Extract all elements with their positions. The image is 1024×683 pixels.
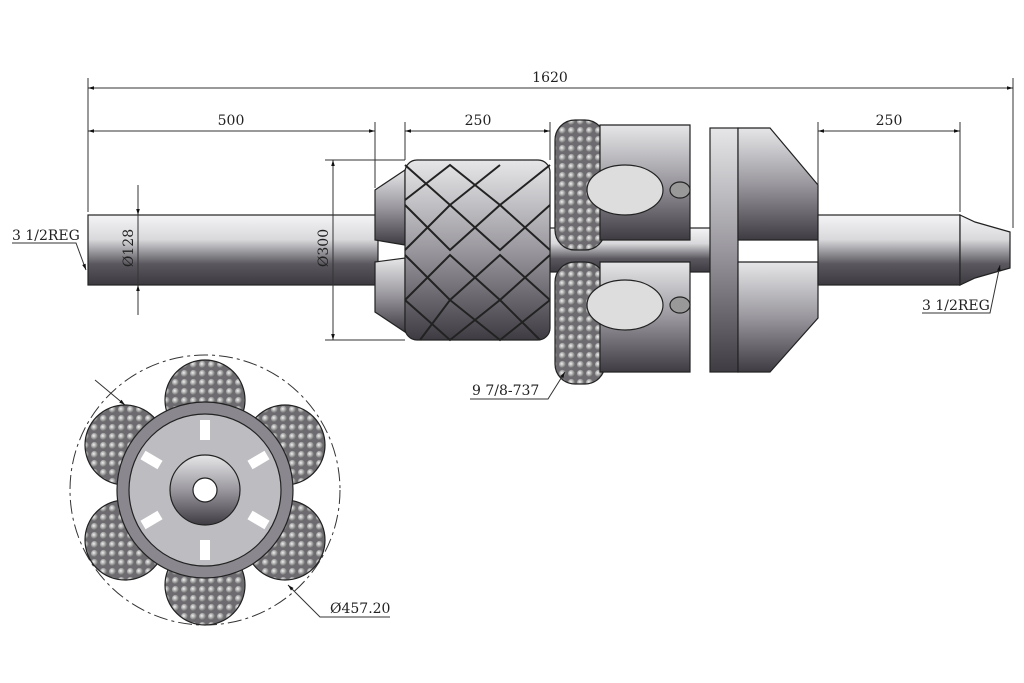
right-cone-bottom [737,261,819,373]
left-shaft-length-label: 500 [218,113,245,129]
diamond-pattern [404,163,551,342]
bore [192,477,218,503]
flange [709,127,739,373]
right-shaft-length-label: 250 [876,113,903,129]
end-view [69,354,341,626]
left-shaft [87,214,379,286]
right-thread-callout: 3 1/2REG [922,298,990,314]
side-view [87,119,1011,385]
overall-length-label: 1620 [532,70,568,86]
stabilizer-diameter-label: Ø300 [316,229,332,267]
left-collar-bottom [374,257,406,334]
right-shaft [817,214,961,286]
dimension-lines [12,78,1014,618]
right-cone-top [737,127,819,241]
left-collar-top [374,168,406,246]
roller-cutters [554,119,691,385]
left-thread-callout: 3 1/2REG [12,228,80,244]
pin-tip [959,214,1011,286]
cutter-size-callout: 9 7/8-737 [472,383,539,399]
stabilizer-length-label: 250 [465,113,492,129]
cutter-diameter-label: Ø457.20 [330,601,390,617]
shaft-diameter-label: Ø128 [121,229,137,267]
